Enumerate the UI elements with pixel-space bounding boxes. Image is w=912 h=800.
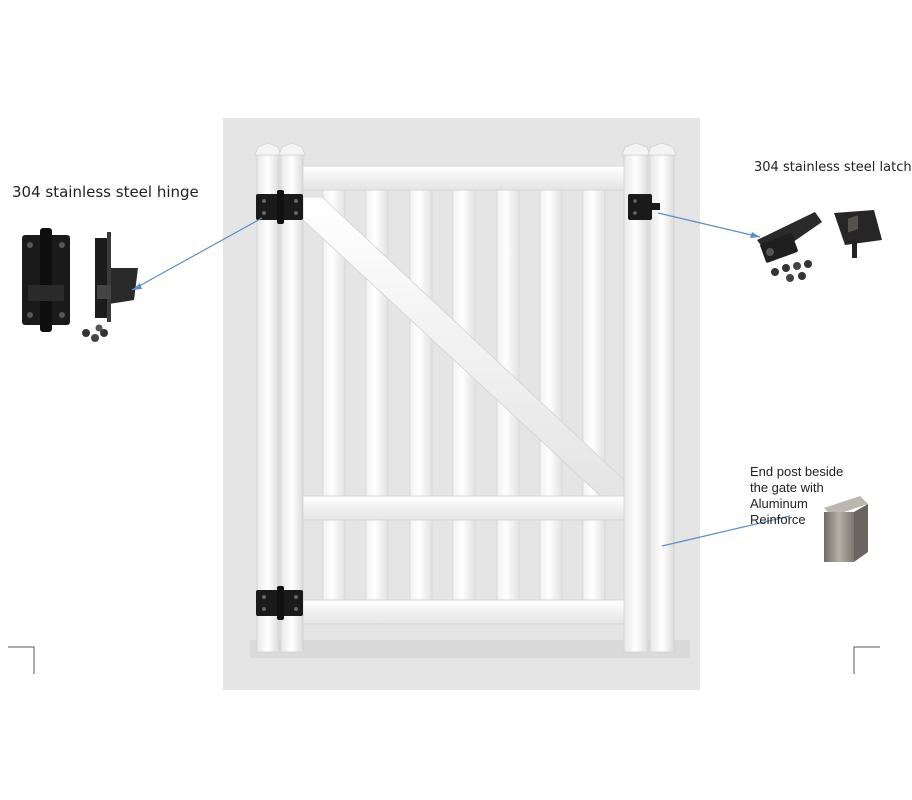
- top-rail: [299, 165, 626, 191]
- latch-stile: [621, 142, 651, 653]
- latch-detail: [757, 210, 882, 282]
- left-fence-post: [254, 142, 282, 653]
- screw-icon: [82, 324, 108, 342]
- hinge-icon: [95, 232, 138, 322]
- picket: [452, 189, 476, 601]
- hinge-leader-arrow: [132, 283, 142, 290]
- hinge-icon: [256, 190, 303, 224]
- hinge-label: 304 stainless steel hinge: [12, 183, 199, 201]
- hinge-detail: [22, 228, 138, 342]
- post-insert-icon: [824, 215, 868, 562]
- middle-rail: [299, 495, 626, 521]
- end-post: [647, 142, 677, 653]
- picket: [582, 189, 606, 601]
- latch-icon: [757, 212, 822, 263]
- hinge-icon: [256, 586, 303, 620]
- latch-leader-arrow: [750, 232, 760, 238]
- latch-leader-line: [657, 212, 761, 238]
- end-post-label-line: Aluminum: [750, 496, 808, 511]
- hinge-stile: [278, 142, 306, 653]
- end-post-label-line: End post beside: [750, 464, 844, 479]
- crop-mark-right: [853, 646, 880, 674]
- hinge-icon: [22, 228, 70, 332]
- end-post-label-line: the gate with: [750, 480, 824, 495]
- hinge-leader-line: [131, 217, 263, 291]
- post-leader-line: [661, 515, 791, 547]
- end-post-label: End post beside the gate with Aluminum R…: [750, 464, 870, 528]
- latch-icon: [628, 194, 660, 220]
- crop-mark-left: [8, 646, 35, 674]
- bottom-rail: [299, 599, 626, 625]
- end-post-label-line: Reinforce: [750, 512, 806, 527]
- screw-icon: [771, 260, 812, 282]
- ground-shadow: [250, 640, 690, 658]
- picket: [409, 189, 433, 601]
- latch-label: 304 stainless steel latch: [754, 160, 912, 175]
- picket: [539, 189, 563, 601]
